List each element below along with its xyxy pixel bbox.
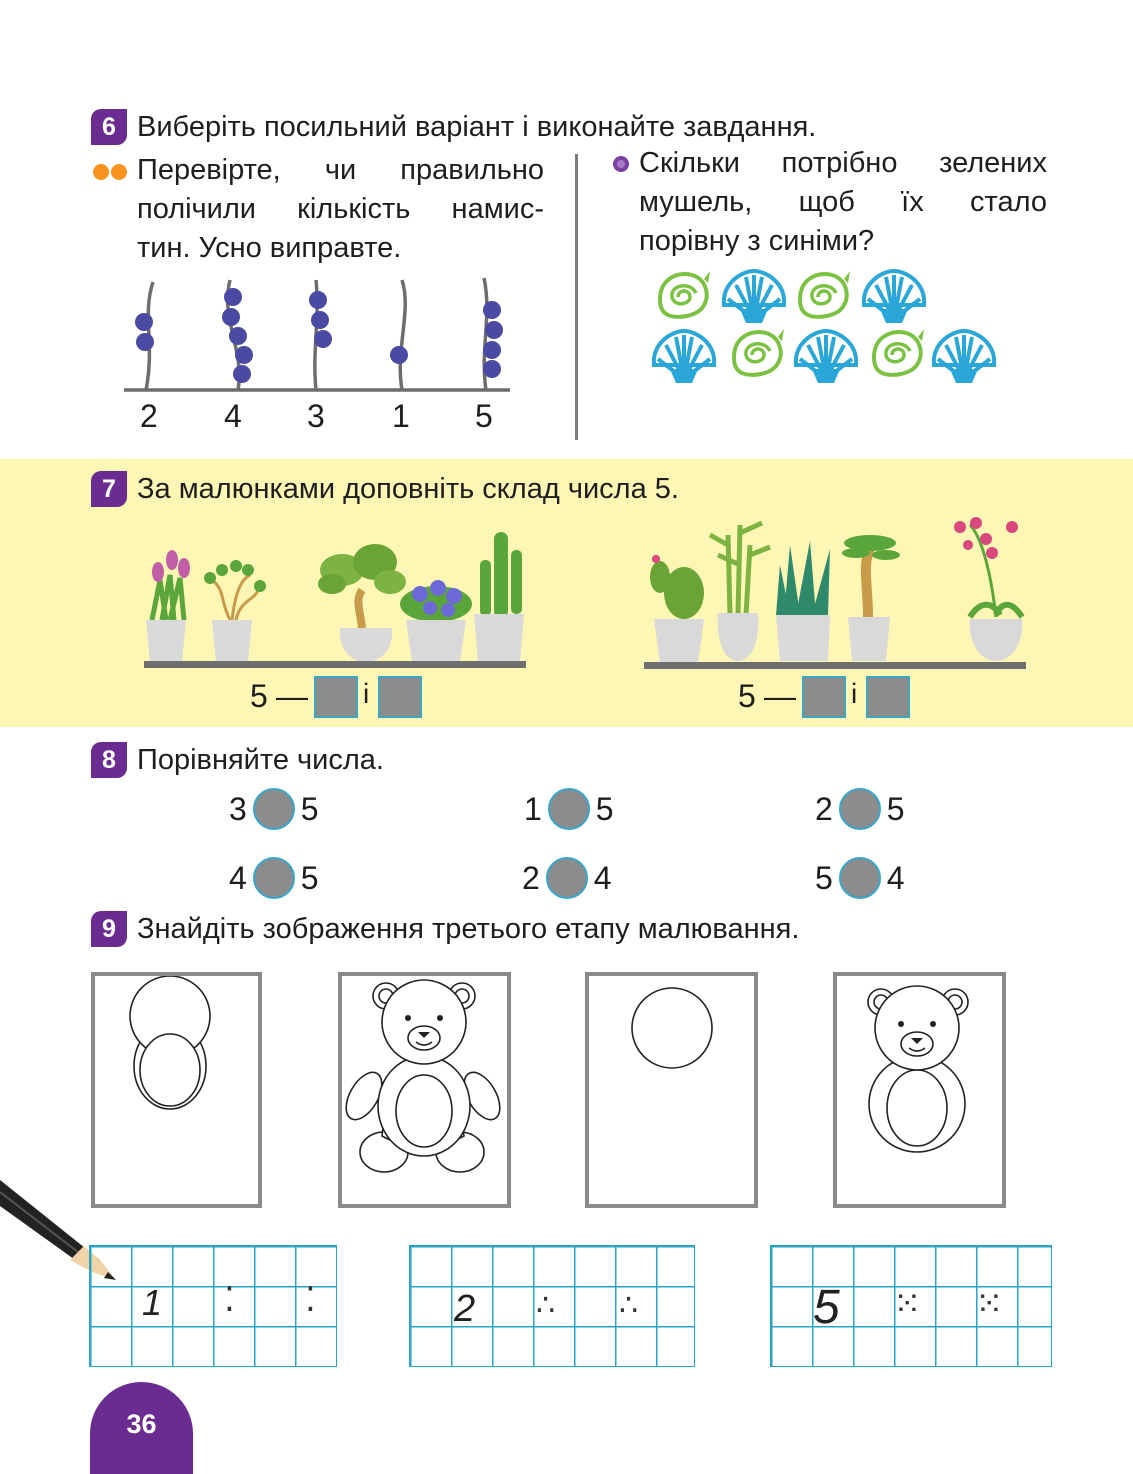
drawing-stage-card[interactable] <box>338 972 511 1208</box>
bead-label: 1 <box>392 398 410 434</box>
sample-digit: 2 <box>454 1288 476 1330</box>
bear-stage-one-drawing <box>631 987 713 1069</box>
task-6-right-line: порівну з синіми? <box>639 225 875 257</box>
task-9-title: Знайдіть зображення третього етапу малюв… <box>137 913 800 945</box>
task-6-right-line: Скільки потрібно зелених <box>639 147 1047 179</box>
task-7-right-number: 5 <box>738 678 756 714</box>
comparison-left: 5 <box>815 859 833 896</box>
drawing-stage-card[interactable] <box>833 972 1006 1208</box>
drawing-stage-card[interactable] <box>585 972 758 1208</box>
comparison-sign-slot[interactable] <box>545 857 588 899</box>
task-6-right-text: Скільки потрібно зелених мушель, щоб їх … <box>639 144 1047 261</box>
task-7-left-dash: — <box>276 678 308 714</box>
column-divider <box>575 154 578 440</box>
task-6-left-text: Перевірте, чи правильно полічили кількіс… <box>137 151 544 268</box>
task-6-title: Виберіть посильний варіант і виконайте з… <box>137 111 817 143</box>
comparison-left: 4 <box>229 859 247 896</box>
answer-box[interactable] <box>314 676 358 718</box>
easy-level-icon <box>93 164 127 180</box>
comparison-right: 5 <box>300 859 319 896</box>
task-6-right-line: мушель, щоб їх стало <box>639 186 1047 218</box>
comparison-right: 5 <box>886 790 905 827</box>
comparison-left: 2 <box>815 790 833 827</box>
plants-shelf-right <box>644 517 1026 669</box>
bead-abacus <box>124 277 510 392</box>
shells-row <box>651 269 997 385</box>
sample-digit: 5 <box>813 1281 840 1334</box>
drawing-stage-card[interactable] <box>91 972 262 1208</box>
task-7-left-and: і <box>363 678 370 709</box>
task-7-title: За малюнками доповніть склад числа 5. <box>137 473 679 505</box>
bead-label: 5 <box>475 398 493 434</box>
dotted-digit: ⁙ <box>975 1285 1004 1323</box>
task-6-left-line: тин. Усно виправте. <box>137 232 402 264</box>
comparison-right: 5 <box>300 790 319 827</box>
bead-label: 3 <box>307 398 325 434</box>
comparison-left: 1 <box>524 790 542 827</box>
page-number-tab: 36 <box>90 1382 193 1474</box>
task-7-highlight-band <box>0 459 1133 727</box>
bear-full-drawing <box>345 979 501 1173</box>
plants-shelf-left <box>144 532 526 668</box>
bear-stage-three-drawing <box>867 985 969 1153</box>
bead-label: 2 <box>140 398 158 434</box>
hard-level-icon <box>613 156 629 172</box>
task-6-left-line: полічили кількість намис- <box>137 193 544 225</box>
bear-stage-two-drawing <box>129 975 211 1110</box>
comparison-right: 5 <box>595 790 614 827</box>
comparison-sign-slot[interactable] <box>547 788 590 830</box>
task-7-right-dash: — <box>764 678 796 714</box>
comparison-sign-slot[interactable] <box>252 857 295 899</box>
dotted-digit: ∴ <box>619 1289 638 1322</box>
answer-box[interactable] <box>802 676 846 718</box>
task-7-left-number: 5 <box>250 678 268 714</box>
task-8-title: Порівняйте числа. <box>137 744 384 776</box>
answer-box[interactable] <box>378 676 422 718</box>
bead-label: 4 <box>224 398 242 434</box>
comparison-sign-slot[interactable] <box>252 788 295 830</box>
copybook-grid[interactable]: 5 ⁙ ⁙ <box>770 1245 1052 1367</box>
task-7-badge: 7 <box>91 471 127 507</box>
task-6-left-line: Перевірте, чи правильно <box>137 154 544 186</box>
dotted-digit: ∴ <box>536 1289 555 1322</box>
comparison-right: 4 <box>886 859 905 896</box>
page-number: 36 <box>126 1408 157 1439</box>
task-6-badge: 6 <box>91 109 127 145</box>
comparison-sign-slot[interactable] <box>838 788 881 830</box>
dotted-digit: ⁚ <box>224 1281 235 1319</box>
task-9-badge: 9 <box>91 911 127 947</box>
task-8-badge: 8 <box>91 742 127 778</box>
comparison-left: 2 <box>522 859 540 896</box>
answer-box[interactable] <box>866 676 910 718</box>
copybook-grid[interactable]: 1 ⁚ ⁚ <box>89 1245 337 1367</box>
comparison-sign-slot[interactable] <box>838 857 881 899</box>
task-7-right-and: і <box>851 678 858 709</box>
sample-digit: 1 <box>142 1282 163 1323</box>
copybook-grid[interactable]: 2 ∴ ∴ <box>409 1245 695 1367</box>
dotted-digit: ⁙ <box>893 1285 922 1323</box>
comparison-right: 4 <box>593 859 612 896</box>
dotted-digit: ⁚ <box>305 1281 316 1319</box>
comparison-left: 3 <box>229 790 247 827</box>
